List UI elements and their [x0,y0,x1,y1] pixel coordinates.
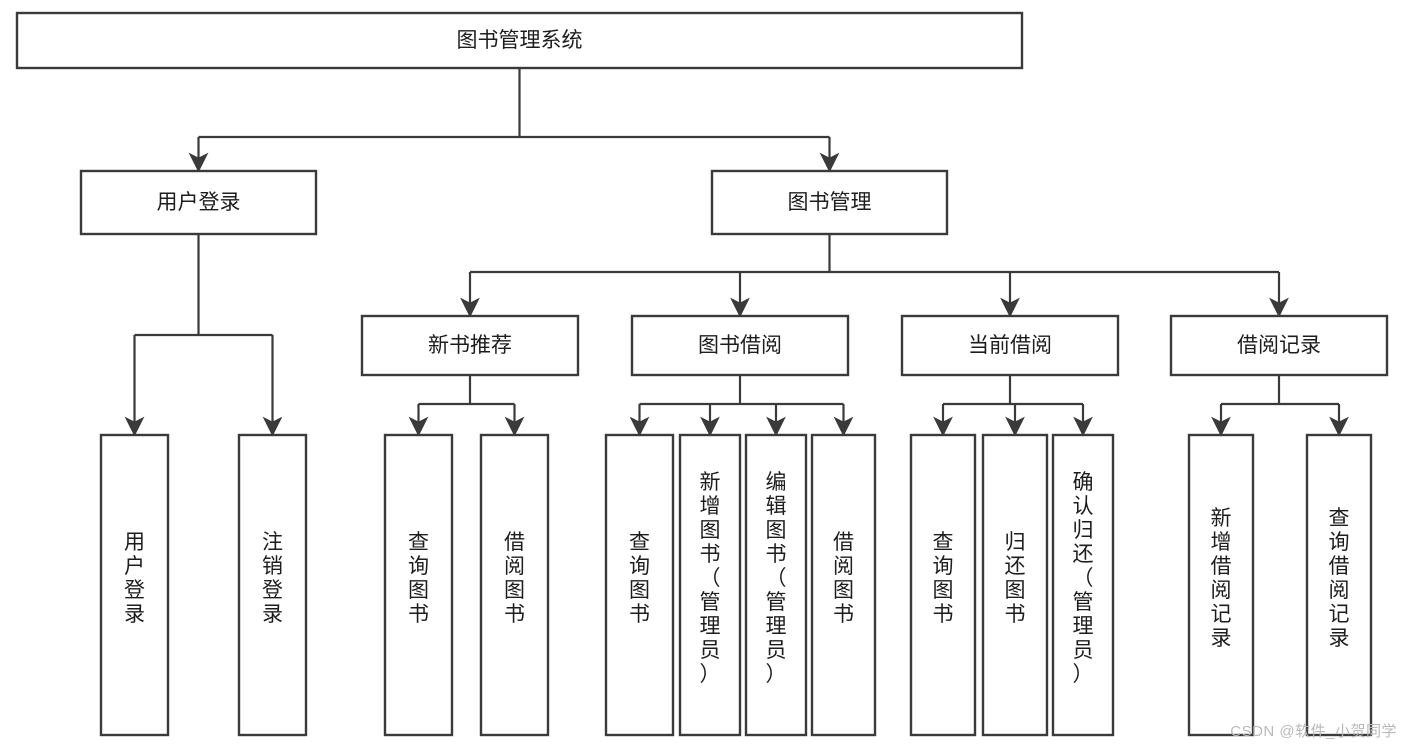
node-leaf-leaf-query-book-borrow[interactable]: 查询图书 [604,433,675,737]
node-leaf-leaf-query-record[interactable]: 查询借阅记录 [1305,433,1373,737]
node-leaf-leaf-query-book-rec[interactable]: 查询图书 [383,433,454,737]
node-label: 借阅图书 [833,531,854,626]
node-box[interactable] [678,433,742,737]
node-box[interactable] [15,11,1024,70]
node-label: 查询图书 [933,531,954,626]
node-box[interactable] [909,433,977,737]
node-leaf-leaf-logout[interactable]: 注销登录 [237,433,308,737]
node-box[interactable] [1169,314,1389,377]
connector-layer [124,68,1349,437]
node-label: 查询借阅记录 [1329,507,1350,650]
node-label: 新增图书（管理员） [700,471,721,686]
node-label: 确认归还（管理员） [1073,471,1094,686]
node-label: 查询图书 [629,531,650,626]
node-leaf-leaf-borrow-book-rec[interactable]: 借阅图书 [479,433,550,737]
node-l2-book-manage[interactable]: 图书管理 [710,169,949,236]
node-label: 归还图书 [1005,531,1026,626]
node-label: 借阅记录 [1237,334,1321,357]
node-label: 当前借阅 [968,334,1052,357]
node-leaf-leaf-confirm-return[interactable]: 确认归还（管理员） [1051,433,1115,737]
node-root-图书管理系统[interactable]: 图书管理系统 [15,11,1024,70]
node-l3-new-book-rec[interactable]: 新书推荐 [360,314,580,377]
node-box[interactable] [1051,433,1115,737]
node-leaf-leaf-user-login[interactable]: 用户登录 [99,433,170,737]
node-l2-user-login[interactable]: 用户登录 [79,169,318,236]
node-leaf-leaf-edit-book[interactable]: 编辑图书（管理员） [744,433,808,737]
node-box[interactable] [360,314,580,377]
node-l3-borrow-record[interactable]: 借阅记录 [1169,314,1389,377]
node-box[interactable] [1187,433,1255,737]
node-label: 新增借阅记录 [1211,507,1232,650]
node-leaf-leaf-query-book-cur[interactable]: 查询图书 [909,433,977,737]
node-box[interactable] [479,433,550,737]
node-box[interactable] [1305,433,1373,737]
node-leaf-leaf-return-book[interactable]: 归还图书 [981,433,1049,737]
node-box[interactable] [630,314,850,377]
node-label: 图书借阅 [698,334,782,357]
csdn-watermark: CSDN @软件_小贺同学 [1230,723,1397,740]
node-box[interactable] [237,433,308,737]
node-label: 图书管理 [788,191,872,214]
node-box[interactable] [99,433,170,737]
node-l3-book-borrow[interactable]: 图书借阅 [630,314,850,377]
node-label: 新书推荐 [428,334,512,357]
node-label: 借阅图书 [504,531,525,626]
node-label: 用户登录 [124,531,145,626]
node-label: 编辑图书（管理员） [766,471,787,686]
node-box[interactable] [79,169,318,236]
node-box[interactable] [744,433,808,737]
node-leaf-leaf-add-record[interactable]: 新增借阅记录 [1187,433,1255,737]
node-leaf-leaf-add-book[interactable]: 新增图书（管理员） [678,433,742,737]
node-leaf-leaf-borrow-book[interactable]: 借阅图书 [810,433,877,737]
node-box[interactable] [604,433,675,737]
node-label: 图书管理系统 [457,29,583,52]
node-l3-current-borrow[interactable]: 当前借阅 [900,314,1120,377]
node-box[interactable] [810,433,877,737]
node-box[interactable] [710,169,949,236]
node-box[interactable] [900,314,1120,377]
node-box[interactable] [383,433,454,737]
node-label: 用户登录 [157,191,241,214]
node-box[interactable] [981,433,1049,737]
node-label: 查询图书 [408,531,429,626]
node-label: 注销登录 [262,531,283,626]
node-layer: 图书管理系统用户登录图书管理新书推荐图书借阅当前借阅借阅记录用户登录注销登录查询… [15,11,1389,737]
